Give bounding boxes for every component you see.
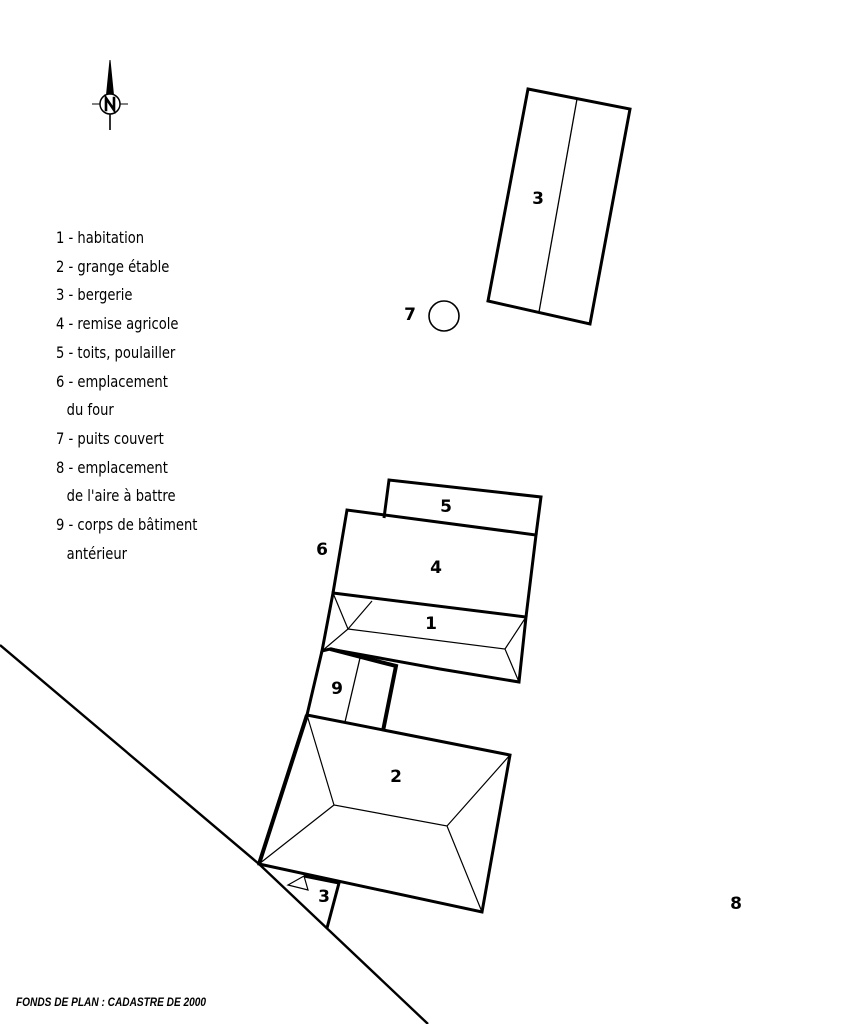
legend-item-continuation: antérieur — [66, 543, 128, 563]
label-aire: 8 — [730, 894, 742, 914]
legend-item-continuation: de l'aire à battre — [66, 486, 176, 506]
legend-item: 8 - emplacement — [56, 457, 168, 477]
road-line — [0, 644, 429, 1024]
label-bergerie-south: 3 — [318, 887, 330, 907]
building-habitation — [320, 591, 528, 684]
legend-item: 5 - toits, poulailler — [56, 342, 176, 362]
legend-item: 2 - grange étable — [56, 256, 170, 276]
building-toits-poulailler — [382, 478, 543, 536]
building-bergerie — [486, 87, 632, 326]
label-corps: 9 — [331, 679, 343, 699]
source-caption: FONDS DE PLAN : CADASTRE DE 2000 — [16, 997, 207, 1009]
label-remise: 4 — [430, 558, 442, 578]
label-bergerie-north: 3 — [532, 189, 544, 209]
legend-item: 3 - bergerie — [56, 285, 133, 305]
label-grange: 2 — [390, 767, 402, 787]
legend-list: 1 - habitation 2 - grange étable 3 - berge… — [56, 224, 197, 568]
label-four: 6 — [316, 540, 328, 560]
building-corps-anterieur — [305, 647, 399, 732]
label-toits: 5 — [440, 497, 452, 517]
legend-item-continuation: du four — [66, 400, 114, 420]
building-puits — [428, 300, 460, 332]
label-puits: 7 — [404, 305, 416, 325]
legend-item: 6 - emplacement — [56, 371, 168, 391]
legend-item: 4 - remise agricole — [56, 314, 179, 334]
building-remise — [331, 508, 538, 618]
label-habitation: 1 — [425, 614, 437, 634]
north-arrow-icon — [92, 59, 128, 130]
legend-item: 9 - corps de bâtiment — [56, 515, 198, 535]
building-grange — [257, 713, 512, 914]
legend-item: 1 - habitation — [56, 228, 145, 247]
legend-item: 7 - puits couvert — [56, 428, 164, 448]
building-bergerie-small — [286, 874, 341, 929]
